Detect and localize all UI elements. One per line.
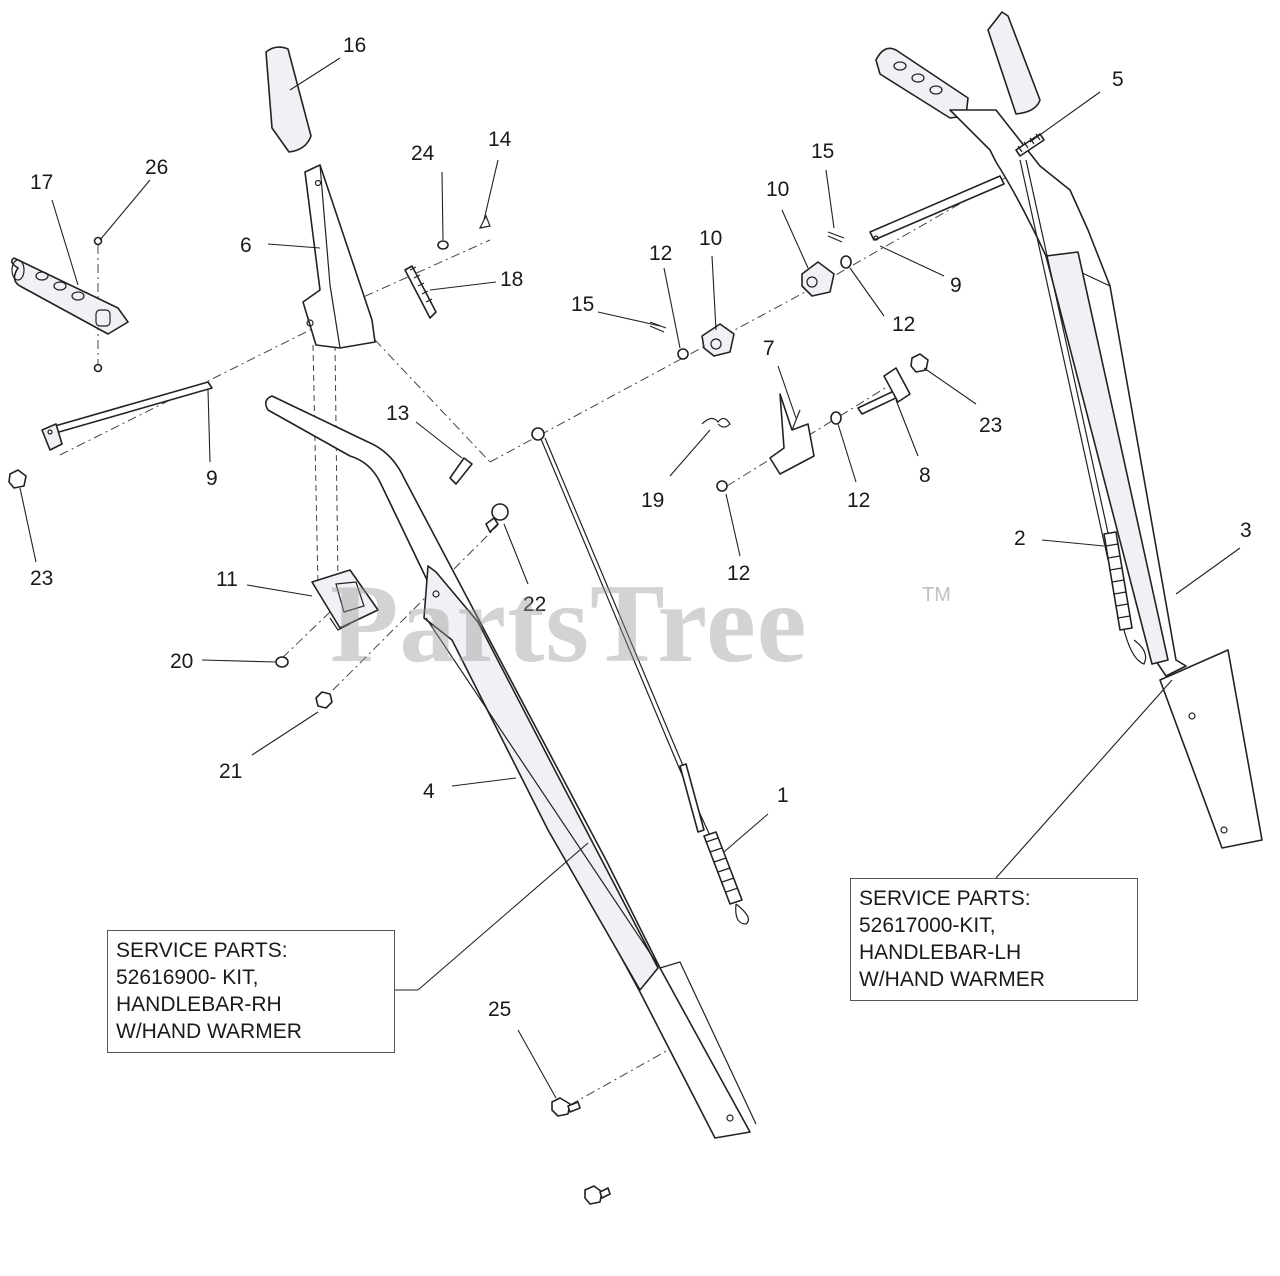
part-21-nut (315, 691, 333, 709)
callout-26: 26 (145, 156, 168, 179)
part-17-hand-grip (10, 257, 129, 335)
leader-lines (19, 57, 1241, 1099)
service-box-lh-line-3: HANDLEBAR-LH (859, 941, 1022, 964)
callout-9-right: 9 (950, 274, 962, 297)
part-9-rod-right (869, 175, 1005, 241)
part-6-bracket (302, 164, 376, 349)
callout-20: 20 (170, 650, 193, 673)
callout-23-right: 23 (979, 414, 1002, 437)
callout-7: 7 (763, 337, 775, 360)
callout-25: 25 (488, 998, 511, 1021)
part-3-handlebar-lh (875, 11, 1263, 849)
callout-2: 2 (1014, 527, 1026, 550)
service-box-rh-line-3: HANDLEBAR-RH (116, 993, 282, 1016)
part-8-pin (857, 367, 911, 415)
callout-16: 16 (343, 34, 366, 57)
callout-6: 6 (240, 234, 252, 257)
part-10-pulleys (701, 261, 835, 357)
part-24-washer (437, 240, 449, 250)
service-parts-box-rh: SERVICE PARTS: 52616900- KIT, HANDLEBAR-… (107, 930, 395, 1053)
part-16-grip-cap (265, 46, 312, 153)
service-box-rh-line-1: SERVICE PARTS: (116, 939, 288, 962)
service-box-rh-line-4: W/HAND WARMER (116, 1020, 302, 1043)
callout-5: 5 (1112, 68, 1124, 91)
part-14-pin (478, 214, 491, 229)
part-2-spring (1103, 531, 1147, 665)
callout-11: 11 (216, 568, 238, 591)
part-18-spring (404, 265, 437, 319)
service-box-rh-line-2: 52616900- KIT, (116, 966, 259, 989)
callout-12-d: 12 (727, 562, 750, 585)
callout-17: 17 (30, 171, 53, 194)
part-26-nut (93, 236, 103, 373)
part-12-bushings (677, 255, 852, 492)
callout-12-c: 12 (847, 489, 870, 512)
part-19-spring (701, 417, 731, 428)
callout-4: 4 (423, 780, 435, 803)
callout-18: 18 (500, 268, 523, 291)
callout-15-right: 15 (811, 140, 834, 163)
callout-8: 8 (919, 464, 931, 487)
callout-24: 24 (411, 142, 435, 165)
callout-23-left: 23 (30, 567, 53, 590)
part-7-bracket (769, 393, 815, 475)
callout-3: 3 (1240, 519, 1252, 542)
callout-labels: 16 17 26 6 24 14 18 9 23 13 11 20 21 22 … (30, 34, 1252, 1021)
callout-9-left: 9 (206, 467, 218, 490)
part-25-bolts (551, 1097, 611, 1205)
part-9-rod-left (41, 381, 213, 451)
callout-22: 22 (523, 593, 546, 616)
part-13-pin (449, 457, 473, 485)
callout-12-b: 12 (892, 313, 915, 336)
callout-1: 1 (777, 784, 789, 807)
callout-14: 14 (488, 128, 512, 151)
part-4-handlebar-rh (264, 395, 757, 1139)
callout-21: 21 (219, 760, 242, 783)
callout-19: 19 (641, 489, 664, 512)
part-23-bolt-left (8, 469, 27, 489)
service-parts-box-lh: SERVICE PARTS: 52617000-KIT, HANDLEBAR-L… (850, 878, 1138, 1001)
callout-12-a: 12 (649, 242, 672, 265)
callout-10-right: 10 (766, 178, 789, 201)
alignment-lines (59, 174, 1011, 1106)
service-box-lh-line-1: SERVICE PARTS: (859, 887, 1031, 910)
callout-10-left: 10 (699, 227, 722, 250)
part-1-cable (531, 427, 749, 925)
part-20-nut (275, 656, 289, 668)
service-box-lh-line-4: W/HAND WARMER (859, 968, 1045, 991)
trademark-mark: TM (922, 584, 951, 606)
callout-13: 13 (386, 402, 409, 425)
service-box-lh-line-2: 52617000-KIT, (859, 914, 996, 937)
part-22-knob (485, 503, 509, 533)
callout-15-left: 15 (571, 293, 594, 316)
part-11-hand-warmer-switch (311, 569, 379, 631)
